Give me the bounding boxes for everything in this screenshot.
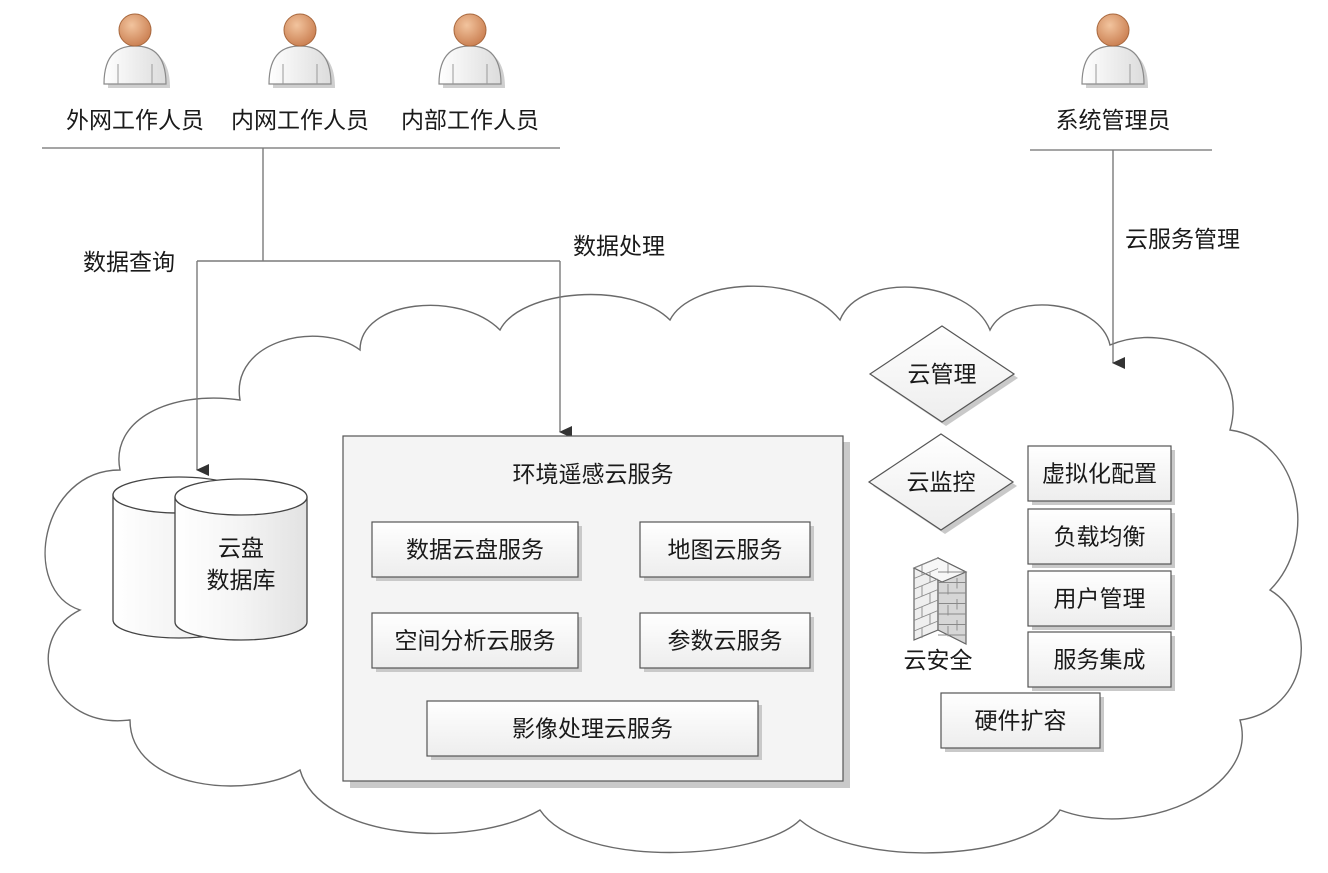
management-diamond-2: 云监控: [867, 433, 1017, 534]
system-admin-label: 系统管理员: [1056, 108, 1171, 134]
database-label-line2: 数据库: [207, 568, 276, 594]
person-icon: [103, 45, 167, 85]
security-label: 云安全: [904, 648, 973, 674]
service-item-4-label: 参数云服务: [668, 629, 783, 655]
user-groups: 外网工作人员 内网工作人员 内部工作人员 系统管理员: [66, 13, 1171, 134]
management-diamond-2-label: 云监控: [907, 470, 976, 496]
service-item-4: 参数云服务: [639, 612, 814, 672]
system-admin: 系统管理员: [1056, 13, 1171, 134]
user-group-1-label: 外网工作人员: [66, 108, 204, 134]
service-item-1: 数据云盘服务: [371, 521, 582, 581]
process-label: 数据处理: [573, 234, 665, 260]
person-icon: [268, 45, 332, 85]
user-group-2-label: 内网工作人员: [231, 108, 369, 134]
hardware-expand-box-label: 硬件扩容: [975, 709, 1067, 735]
service-item-5-label: 影像处理云服务: [512, 717, 673, 743]
person-icon: [438, 45, 502, 85]
cloud-disk-database-icon: [112, 476, 308, 641]
service-item-3: 空间分析云服务: [371, 612, 582, 672]
service-item-3-label: 空间分析云服务: [395, 629, 556, 655]
management-box-2: 负载均衡: [1027, 508, 1175, 568]
service-item-2-label: 地图云服务: [668, 538, 783, 564]
cloud-manage-label: 云服务管理: [1125, 227, 1240, 253]
user-group-1: 外网工作人员: [66, 13, 204, 134]
management-diamond-1: 云管理: [868, 325, 1018, 426]
user-group-3-label: 内部工作人员: [401, 108, 539, 134]
person-icon: [1081, 45, 1145, 85]
management-box-4-label: 服务集成: [1054, 648, 1146, 674]
database-label-line1: 云盘: [218, 536, 264, 562]
service-item-2: 地图云服务: [639, 521, 814, 581]
service-panel-title: 环境遥感云服务: [513, 462, 674, 488]
user-group-2: 内网工作人员: [231, 13, 369, 134]
management-box-3-label: 用户管理: [1054, 587, 1146, 613]
management-box-3: 用户管理: [1027, 570, 1175, 630]
query-label: 数据查询: [83, 250, 175, 276]
service-item-5: 影像处理云服务: [426, 700, 762, 760]
service-item-1-label: 数据云盘服务: [406, 538, 544, 564]
management-diamond-1-label: 云管理: [908, 362, 977, 388]
management-box-1-label: 虚拟化配置: [1042, 462, 1157, 488]
firewall-icon: [912, 557, 968, 645]
management-box-1: 虚拟化配置: [1027, 445, 1175, 505]
management-box-4: 服务集成: [1027, 631, 1175, 691]
management-box-2-label: 负载均衡: [1054, 525, 1146, 551]
user-group-3: 内部工作人员: [401, 13, 539, 134]
hardware-expand-box: 硬件扩容: [940, 692, 1104, 752]
